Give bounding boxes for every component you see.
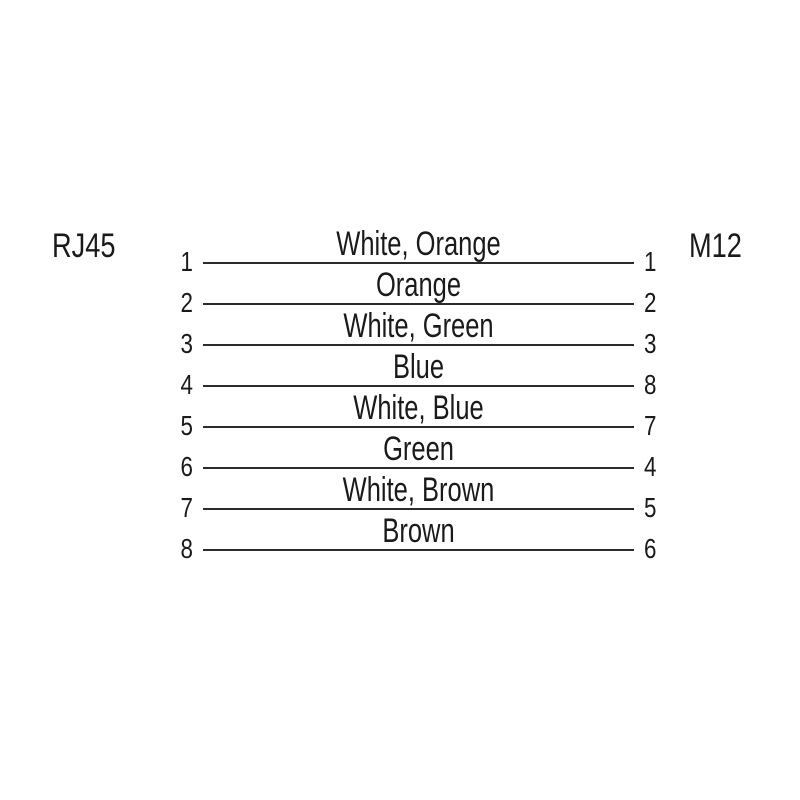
wire-color-label: Brown [382, 512, 455, 550]
right-pin-number: 8 [644, 369, 657, 400]
wire-line [203, 426, 634, 428]
wire-color-label: White, Orange [336, 225, 501, 263]
wire-color-label: Green [383, 430, 454, 468]
right-pin-number: 1 [644, 246, 657, 277]
left-pin-number: 6 [180, 451, 193, 482]
right-pin-number: 2 [644, 287, 657, 318]
wire-line [203, 549, 634, 551]
right-pin-number: 3 [644, 328, 657, 359]
wire-line [203, 303, 634, 305]
wire-color-label: White, Blue [353, 389, 484, 427]
wire-color-label: White, Green [343, 307, 494, 345]
wire-line [203, 467, 634, 469]
right-pin-number: 7 [644, 410, 657, 441]
wire-line [203, 344, 634, 346]
left-pin-number: 5 [180, 410, 193, 441]
left-pin-number: 3 [180, 328, 193, 359]
wire-color-label: Blue [392, 348, 445, 386]
wire-color-label: Orange [375, 266, 462, 304]
right-pin-number: 5 [644, 492, 657, 523]
wire-line [203, 385, 634, 387]
wire-line [203, 262, 634, 264]
right-pin-number: 6 [644, 533, 657, 564]
left-pin-number: 8 [180, 533, 193, 564]
connector-label-m12: M12 [689, 227, 742, 265]
connector-label-rj45: RJ45 [52, 227, 116, 265]
wire-line [203, 508, 634, 510]
right-pin-number: 4 [644, 451, 657, 482]
left-pin-number: 7 [180, 492, 193, 523]
left-pin-number: 4 [180, 369, 193, 400]
left-pin-number: 1 [180, 246, 193, 277]
wire-color-label: White, Brown [342, 471, 495, 509]
left-pin-number: 2 [180, 287, 193, 318]
